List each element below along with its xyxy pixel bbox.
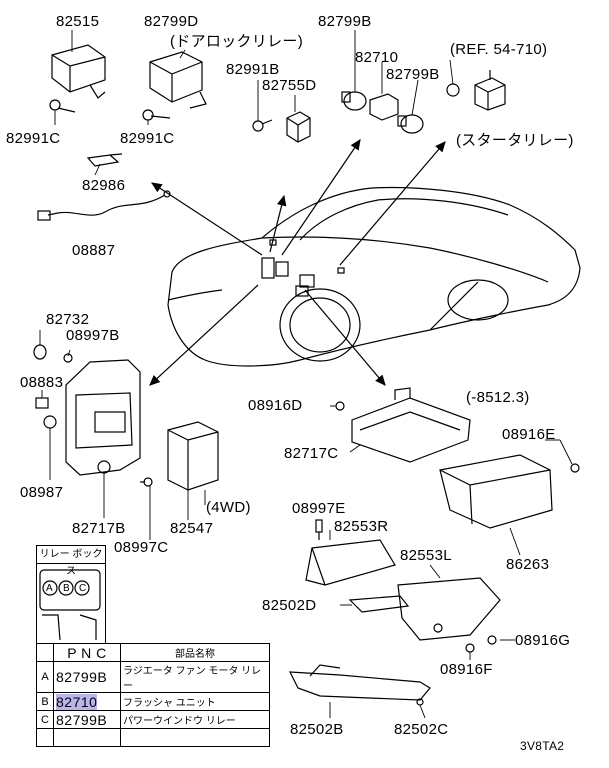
table-row-name [120,728,270,747]
engine-bay-relays [261,239,345,297]
label-08887: 08887 [72,242,116,259]
pnc-table: P N C 部品名称 A 82799B ラジエータ ファン モータ リレー B … [36,643,270,747]
label-82799B-top: 82799B [318,13,372,30]
label-08987: 08987 [20,484,64,501]
table-row-pnc-highlighted[interactable]: 82710 [53,692,121,711]
label-08997B: 08997B [66,327,120,344]
part-82732 [33,344,47,360]
label-4wd: (4WD) [206,499,251,516]
label-82502C: 82502C [394,721,449,738]
table-header-corner [36,643,54,662]
part-08987 [43,415,57,429]
table-header-row: P N C 部品名称 [36,643,270,662]
table-row-name: パワーウインドウ リレー [120,710,270,729]
part-82717B [65,359,141,476]
table-row-pnc [53,728,121,747]
part-82515 [51,44,106,99]
part-82710-top [369,93,399,121]
part-82553R [305,539,396,586]
label-08997C: 08997C [114,539,169,556]
table-row-letter: C [36,710,54,729]
table-row: C 82799B パワーウインドウ リレー [36,710,270,729]
table-row: A 82799B ラジエータ ファン モータ リレー [36,661,270,693]
part-82799B-mid [397,114,424,134]
screw-82991C-a [49,99,76,113]
label-82991C-a: 82991C [6,130,61,147]
label-82991C-b: 82991C [120,130,175,147]
label-08916D: 08916D [248,397,303,414]
screw-08916F [465,643,475,653]
label-82515: 82515 [56,13,100,30]
table-row-name: ラジエータ ファン モータ リレー [120,661,270,693]
label-82799B-mid: 82799B [386,66,440,83]
socket-c-label: C [79,583,87,594]
relay-box-title: リレー ボックス [37,546,105,577]
label-08916F: 08916F [440,661,493,678]
table-header-pnc: P N C [53,643,121,662]
label-door-lock-relay: (ドアロックリレー) [170,33,303,50]
leader-lines [39,30,573,719]
label-82755D: 82755D [262,77,317,94]
label-82732: 82732 [46,311,90,328]
table-row-pnc[interactable]: 82799B [53,661,121,693]
table-row-letter [36,728,54,747]
part-82755D [286,111,311,143]
part-82553L [397,577,501,641]
part-82986 [86,153,123,167]
part-08997C-screw [140,477,153,487]
part-08997B-screw [63,353,73,363]
table-row-pnc[interactable]: 82799B [53,710,121,729]
screw-08916E [570,463,580,473]
direction-arrows [149,139,446,386]
label-82986: 82986 [82,177,126,194]
label-82547: 82547 [170,520,214,537]
label-82991B: 82991B [226,61,280,78]
table-row: B 82710 フラッシャ ユニット [36,692,270,711]
part-82799D [149,51,207,109]
label-82553L: 82553L [400,547,452,564]
label-08997E: 08997E [292,500,346,517]
socket-a-label: A [46,583,53,594]
screw-08916G [487,635,497,645]
part-08887 [37,190,171,221]
part-82502D [348,595,410,613]
part-82547 [167,421,219,491]
part-starter-relay [446,70,506,111]
part-82717C [351,387,471,463]
screw-08916D [335,401,345,411]
table-header-name: 部品名称 [120,643,270,662]
screw-82991C-b [142,109,171,121]
label-08883: 08883 [20,374,64,391]
label-82717B: 82717B [72,520,126,537]
label-82502D: 82502D [262,597,317,614]
label-08916E: 08916E [502,426,556,443]
screw-82991B [252,119,273,132]
part-86263 [439,454,553,529]
table-row-letter: A [36,661,54,693]
table-row-letter: B [36,692,54,711]
socket-b-label: B [63,583,70,594]
label-86263: 86263 [506,556,550,573]
label-82717C: 82717C [284,445,339,462]
label-diagram-code: 3V8TA2 [520,739,565,753]
pnc-highlight: 82710 [56,693,98,710]
label-82553R: 82553R [334,518,389,535]
relay-box-inset: リレー ボックス A B C [36,545,106,644]
label-8512: (-8512.3) [466,389,530,406]
part-08883 [35,397,49,409]
label-82710-top: 82710 [355,49,399,66]
label-ref: (REF. 54-710) [450,41,548,58]
table-row-name: フラッシャ ユニット [120,692,270,711]
label-82502B: 82502B [290,721,344,738]
part-82799B-top [341,91,367,111]
label-08916G: 08916G [515,632,571,649]
label-starter-relay: (スタータリレー) [456,132,574,149]
part-08997E [315,519,323,540]
relay-box-drawing [39,569,101,641]
label-82799D: 82799D [144,13,199,30]
table-row [36,728,270,747]
part-82502B-82502C [288,664,431,706]
car-body [167,186,581,367]
